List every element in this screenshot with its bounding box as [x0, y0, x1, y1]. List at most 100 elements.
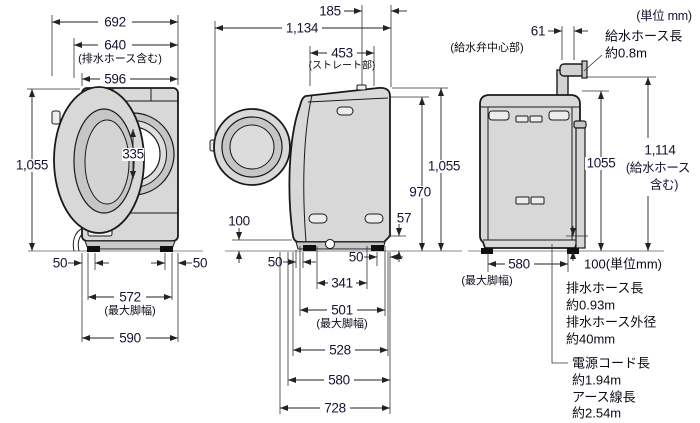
dim-61: 61 [531, 24, 545, 39]
dim-572: 572 [119, 290, 141, 305]
drain-hose-rear [573, 120, 587, 249]
dim-rear-height: 970 [391, 96, 437, 251]
dim-100-side: 100 [228, 214, 250, 229]
power-cord-label: 電源コード長 [572, 356, 650, 371]
dim-728: 728 [324, 401, 346, 416]
supply-hose-length: 約0.8m [605, 46, 647, 61]
dim-bottom-offset: 100(単位mm) [566, 226, 662, 272]
dim-185: 185 [319, 4, 341, 19]
earth-wire-length: 約2.54m [572, 406, 621, 421]
front-view: 692 640 (排水ホース含む) 596 1,055 335 [13, 15, 208, 346]
dim-height-incl-hose: 1,114 (給水ホース 含む) [586, 76, 690, 251]
dim-501-note: (最大脚幅) [316, 316, 367, 330]
supply-pipe-elbow [559, 63, 585, 77]
dim-640: 640 [104, 38, 126, 53]
rear-slot-left [515, 115, 529, 123]
dim-970: 970 [409, 185, 431, 200]
drain-hose-length: 約0.93m [566, 298, 615, 313]
dim-528: 528 [329, 343, 351, 358]
dim-height-front: 1,055 [13, 88, 80, 251]
dim-foot-offset-left: 50 [53, 256, 109, 271]
dim-max-foot-width-rear: 580 (最大脚幅) [461, 253, 569, 287]
dim-foot-offset-right: 50 [151, 256, 208, 271]
dim-453: 453 [331, 46, 353, 61]
dim-max-foot-width: 572 (最大脚幅) [88, 290, 172, 317]
dim-width-overall: 692 [51, 15, 179, 85]
power-cord-annotation: 電源コード長 約1.94m アース線長 約2.54m [572, 356, 650, 421]
power-cord-length: 約1.94m [572, 373, 621, 388]
supply-hose-annotation: 給水ホース長 約0.8m [583, 29, 682, 72]
dim-1114: 1,114 [644, 143, 676, 158]
dim-580-note: (最大脚幅) [461, 273, 512, 287]
rear-panel-seams [480, 106, 580, 241]
dim-100-rear: 100(単位mm) [584, 257, 662, 272]
front-foot-left [87, 246, 100, 252]
drain-hose-label: 排水ホース長 [566, 281, 643, 296]
power-cord-leader [551, 244, 568, 364]
side-vent-top [336, 106, 354, 116]
dim-590: 590 [119, 331, 141, 346]
drain-hose-od-label: 排水ホース外径 [566, 315, 656, 330]
side-body [288, 87, 391, 243]
drain-hose-od: 約40mm [566, 332, 615, 347]
front-bottom-ext-lines [81, 253, 179, 342]
dim-1055-front: 1,055 [16, 158, 48, 173]
dim-door-opening: 335 [122, 129, 144, 179]
side-front-seam [303, 94, 313, 243]
rear-mid-slot-left [515, 196, 530, 205]
side-open-door [209, 108, 291, 186]
dim-rear-foot-offset: 50 [349, 250, 403, 265]
dim-base-depth: 580 [288, 373, 390, 388]
supply-hose-label: 給水ホース長 [605, 29, 682, 44]
dim-50-rear: 50 [349, 250, 363, 265]
dim-height-rear: 1055 [582, 90, 618, 251]
dim-572-note: (最大脚幅) [104, 303, 155, 317]
dim-top-rear-offset: 185 [319, 4, 407, 87]
door-hinge [51, 110, 61, 125]
drain-notch [325, 239, 335, 249]
rear-view: (単位 mm) 61 (給水弁中心部) 給水ホース長 約0.8m 1055 1,… [450, 8, 692, 421]
earth-wire-label: アース線長 [572, 390, 636, 405]
rear-mid-slot-right [530, 196, 545, 205]
dim-61-note: (給水弁中心部) [450, 40, 523, 54]
rear-vent-right [548, 110, 570, 121]
dim-1055-rear: 1055 [587, 156, 616, 171]
supply-pipe-flange [581, 60, 588, 79]
dim-foot-span-inner: 341 [317, 276, 367, 291]
side-vent-bottom-left [308, 213, 328, 224]
side-view: 185 1,134 453 (ストレート部) 1,055 970 [209, 4, 464, 416]
unit-note: (単位 mm) [636, 8, 692, 23]
rear-foot-left [481, 248, 493, 254]
hose-inlet-side [356, 84, 367, 91]
dim-depth-door-open: 1,134 [214, 21, 391, 140]
dim-640-note: (排水ホース含む) [78, 51, 162, 65]
rear-vent-left [488, 110, 510, 121]
dim-base-width: 590 [82, 331, 178, 346]
dim-1114-note-2: 含む) [650, 177, 678, 192]
rear-slot-right [529, 115, 543, 123]
dim-rear-clearance: 57 [388, 211, 412, 262]
dim-453-note: (ストレート部) [309, 59, 376, 72]
side-foot-front [303, 245, 316, 251]
dim-580-side: 580 [328, 373, 350, 388]
dim-50-front: 50 [268, 255, 282, 270]
dim-580-rear: 580 [508, 257, 530, 272]
dim-50-left: 50 [53, 256, 67, 271]
dim-body-depth: 528 [293, 343, 388, 358]
open-door [51, 86, 145, 234]
drain-hose-front [72, 227, 84, 252]
side-vent-bottom-right [364, 213, 384, 224]
door-glass [84, 119, 130, 205]
side-door-glass [229, 124, 275, 170]
dim-1134: 1,134 [286, 21, 319, 36]
dim-341: 341 [331, 276, 353, 291]
dim-width-body: 596 [81, 72, 178, 87]
dim-596: 596 [104, 72, 126, 87]
side-top-seam [307, 97, 389, 103]
supply-pipe [556, 60, 588, 97]
dim-692: 692 [104, 15, 126, 30]
side-bottom-ext-lines [279, 246, 391, 414]
dim-total-depth: 728 [280, 401, 390, 416]
